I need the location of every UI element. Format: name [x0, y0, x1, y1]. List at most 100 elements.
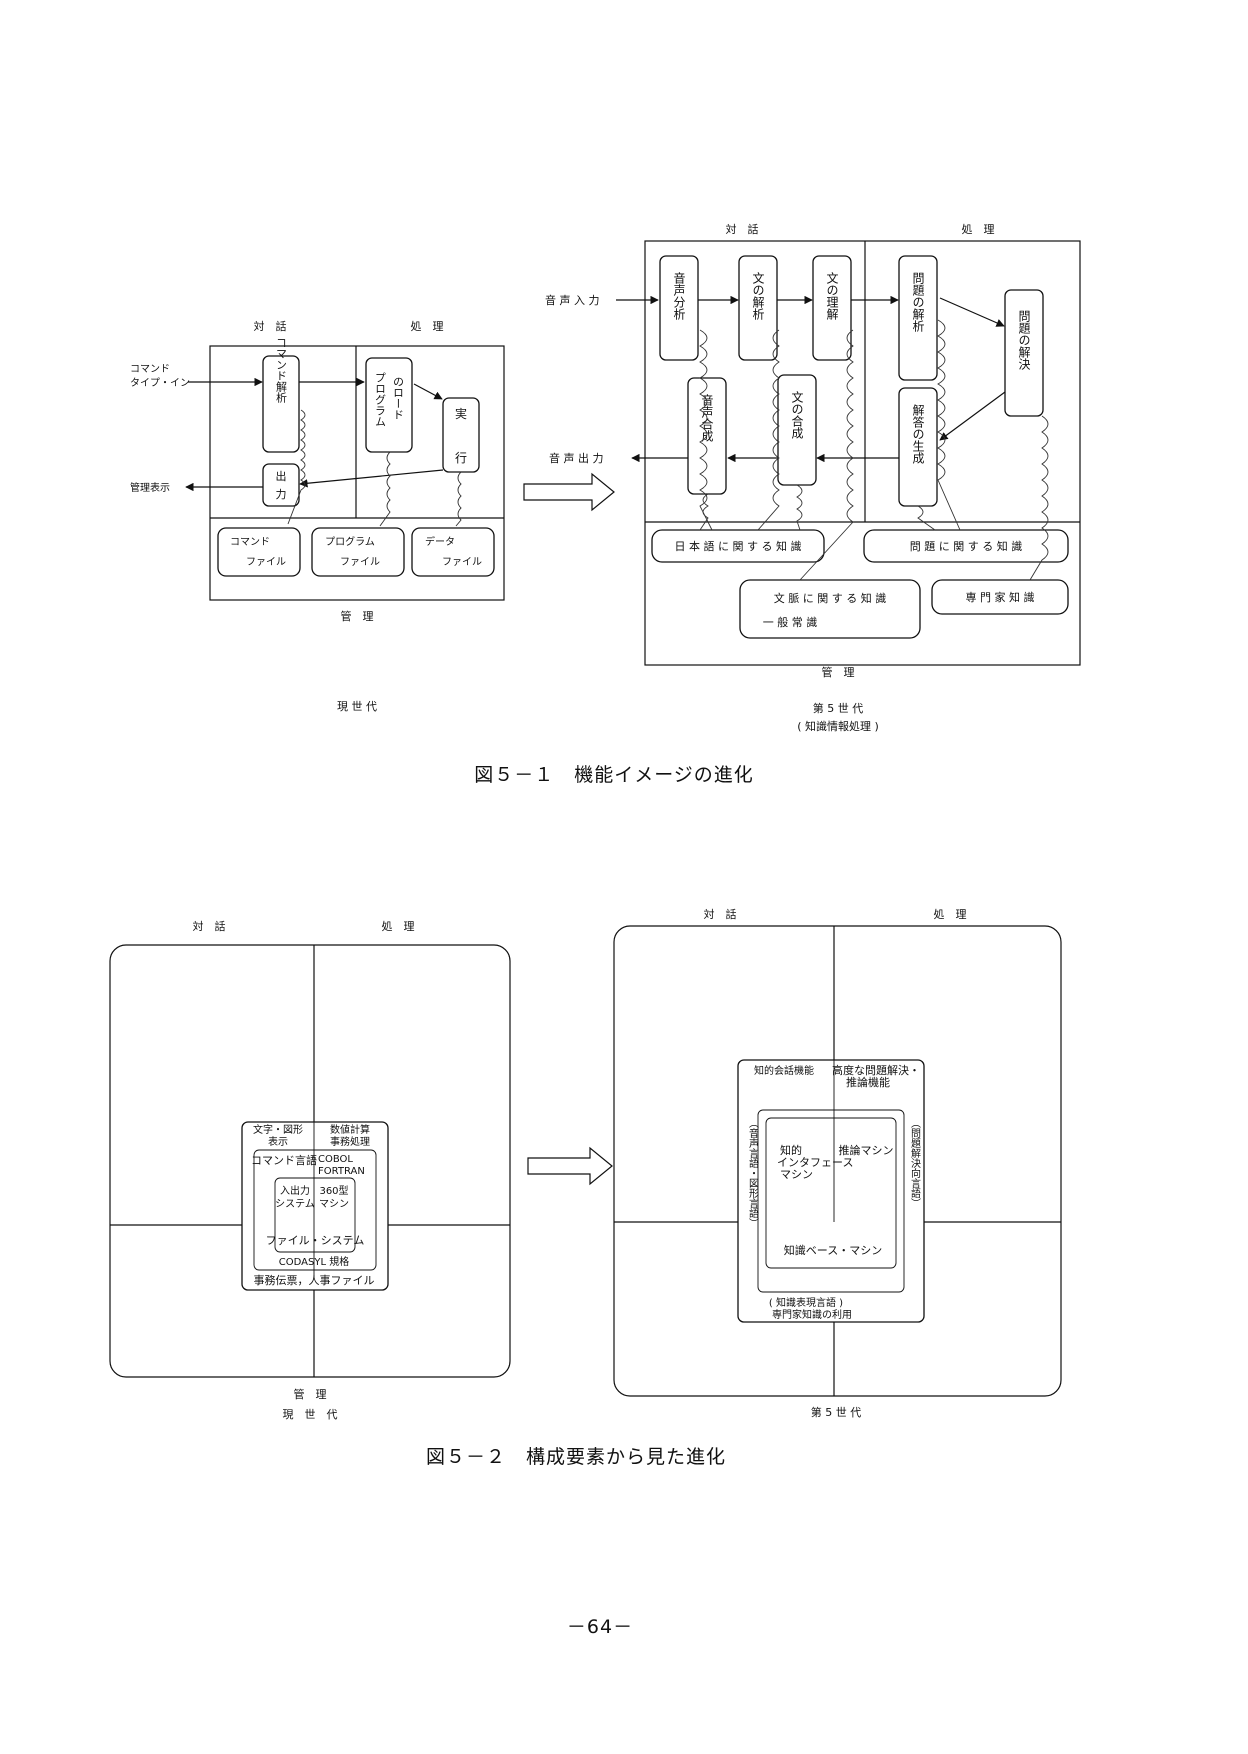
fig1-cur-cmd-parse: コマンド解析 [275, 337, 288, 404]
fig2-5th-mid-box [757, 1109, 905, 1293]
fig2-5th-knowledge-language: ( 知識表現言語 ) [769, 1296, 843, 1309]
fig1-5th-wave-3 [799, 329, 854, 581]
fig1-cur-exec-2: 行 [455, 451, 467, 465]
fig1-cur-command-file-2: ファイル [246, 557, 286, 568]
fig1-cur-program-file-box [311, 527, 405, 577]
fig2-cur-text-graphics-1: 文字・図形 [253, 1123, 303, 1136]
fig1-cur-link-data-file [455, 471, 462, 527]
fig2-cur-text-graphics-2: 表示 [268, 1135, 288, 1148]
fig1-cur-arrow-exec-output [299, 469, 444, 488]
fig1-cur-exec-1: 実 [455, 406, 467, 421]
fig2-5th-advanced-problem-2: 推論機能 [846, 1075, 890, 1089]
fig1-5th-japanese-knowledge-box [651, 529, 825, 563]
fig2-5th-intelligent-conversation: 知的会話機能 [754, 1064, 814, 1077]
fig1-5th-expert-knowledge-box [931, 579, 1069, 615]
fig1-evolution-arrow [523, 472, 615, 512]
fig1-5th-footer-manage: 管 理 [822, 665, 855, 679]
fig2-cur-codasyl: CODASYL 規格 [279, 1255, 349, 1268]
fig1-5th-arrow-a4 [939, 297, 1005, 327]
fig1-cur-program-file-1: プログラム [325, 535, 375, 548]
fig2-cur-header-process: 処 理 [382, 920, 415, 933]
fig2-cur-mid-box [253, 1149, 377, 1271]
fig1-5th-wave-6 [699, 493, 709, 531]
fig2-5th-interface-2: インタフェース [777, 1156, 853, 1169]
fig1-5th-wave-5 [1029, 415, 1049, 581]
fig2-cur-360-2: マシン [319, 1199, 349, 1210]
fig1-cur-output-box [262, 463, 300, 507]
fig1-5th-problem-analysis: 問題の解析 [911, 272, 925, 333]
fig1-cur-load-box [365, 357, 413, 453]
fig1-caption: 図５－１ 機能イメージの進化 [474, 764, 754, 786]
fig2-cur-frame [109, 944, 511, 1378]
fig1-cur-load-2: のロード [392, 376, 405, 420]
fig2-cur-generation: 現 世 代 [283, 1408, 338, 1421]
fig1-5th-answer: 解答の生成 [911, 404, 925, 465]
fig1-cur-input-label-2: タイプ・イン [130, 377, 190, 389]
fig1-cur-data-file-box [411, 527, 495, 577]
fig1-cur-output-1: 出 [276, 469, 287, 483]
fig2-cur-inner-box [274, 1177, 356, 1253]
fig1-5th-sentence-synth: 文の合成 [790, 390, 804, 440]
fig2-cur-footer-manage: 管 理 [294, 1387, 327, 1401]
fig2-cur-header-dialog: 対 話 [193, 919, 226, 933]
fig1-5th-wave-8 [917, 505, 936, 531]
fig1-5th-problem-analysis-box [898, 255, 938, 381]
fig1-5th-problem-solve-box [1004, 289, 1044, 417]
fig1-cur-program-file-2: ファイル [340, 557, 380, 568]
fig1-cur-load-1: プログラム [374, 372, 387, 427]
fig2-cur-cmd-language: コマンド言語 [251, 1153, 317, 1167]
fig2-5th-header-dialog: 対 話 [704, 907, 737, 921]
fig1-cur-arrow-to-exec [413, 383, 443, 400]
fig1-5th-output-label: 音 声 出 力 [549, 451, 604, 465]
fig1-5th-problem-solve: 問題の解決 [1017, 310, 1031, 371]
fig1-cur-output-label: 管理表示 [130, 481, 170, 494]
fig2-5th-inference-machine: 推論マシン [839, 1143, 894, 1157]
fig1-current-diagram: 対 話 処 理 コマンド タイプ・イン コマンド解析 プログラム のロード 実 … [130, 319, 505, 713]
fig1-5th-header-process: 処 理 [962, 223, 995, 236]
fig1-5th-expert-knowledge: 専 門 家 知 識 [966, 590, 1035, 604]
fig2-5th-frame [613, 925, 1062, 1397]
fig1-cur-footer-manage: 管 理 [341, 609, 374, 623]
fig1-cur-link-cmd-file [287, 409, 306, 525]
fig1-5th-input-label: 音 声 入 力 [545, 293, 600, 307]
fig1-5th-voice-analysis-box [659, 255, 699, 361]
fig2-5th-inner-box [765, 1117, 897, 1269]
fig1-cur-input-label-1: コマンド [130, 364, 170, 375]
fig1-5th-voice-analysis: 音声分析 [672, 271, 686, 321]
fig1-5th-problem-knowledge: 問 題 に 関 す る 知 識 [910, 539, 1022, 553]
fig2-5th-interface-1: 知的 [780, 1143, 802, 1157]
fig1-cur-cmd-parse-box [262, 355, 300, 453]
fig2-cur-outer-box [241, 1121, 389, 1291]
fig2-caption: 図５－２ 構成要素から見た進化 [426, 1446, 726, 1468]
fig1-5th-generation: 第 5 世 代 [813, 701, 864, 715]
fig1-cur-data-file-1: データ [425, 535, 455, 548]
fig1-5th-header-dialog: 対 話 [726, 222, 759, 236]
page-number: －64－ [567, 1616, 633, 1638]
fig1-5th-arrow-a5 [939, 391, 1006, 441]
fig1-5th-sentence-understand-box [812, 255, 852, 361]
fig2-cur-io-2: システム [275, 1198, 315, 1210]
fig2-cur-360-1: 360型 [319, 1184, 348, 1197]
fig2-5th-outer-box [737, 1059, 925, 1323]
fig2-5th-interface-3: マシン [780, 1168, 813, 1181]
fig1-5th-sentence-understand: 文の理解 [825, 271, 839, 321]
fig1-5th-context-knowledge-2: 一 般 常 識 [763, 616, 818, 629]
fig1-cur-frame [209, 345, 505, 601]
fig2-5th-header-process: 処 理 [934, 908, 967, 921]
fig1-5th-subtitle: ( 知識情報処理 ) [797, 719, 879, 733]
fig1-cur-generation: 現 世 代 [337, 700, 377, 713]
fig1-fifth-diagram: 対 話 処 理 音 声 入 力 音声分析 文の解析 文の理解 問題の解析 問題の… [545, 222, 1081, 733]
fig1-cur-command-file-1: コマンド [230, 537, 270, 548]
fig2-5th-kb-machine: 知識ベース・マシン [784, 1243, 882, 1257]
fig2-5th-problem-language: （問題解決向言語） [909, 1118, 921, 1208]
fig2-cur-numeric-1: 数値計算 [330, 1123, 370, 1136]
fig2-current-diagram: 対 話 処 理 文字・図形 表示 数値計算 事務処理 コマンド言語 COBOL … [109, 919, 511, 1421]
fig1-5th-wave-4 [937, 319, 961, 531]
fig1-5th-context-knowledge-1: 文 脈 に 関 す る 知 識 [774, 591, 886, 605]
fig2-5th-expert-use: 専門家知識の利用 [772, 1308, 852, 1321]
fig1-5th-sentence-parse-box [738, 255, 778, 361]
fig1-cur-header-process: 処 理 [411, 320, 444, 333]
fig1-5th-sentence-parse: 文の解析 [751, 271, 765, 321]
fig2-5th-generation: 第 5 世 代 [811, 1405, 862, 1419]
